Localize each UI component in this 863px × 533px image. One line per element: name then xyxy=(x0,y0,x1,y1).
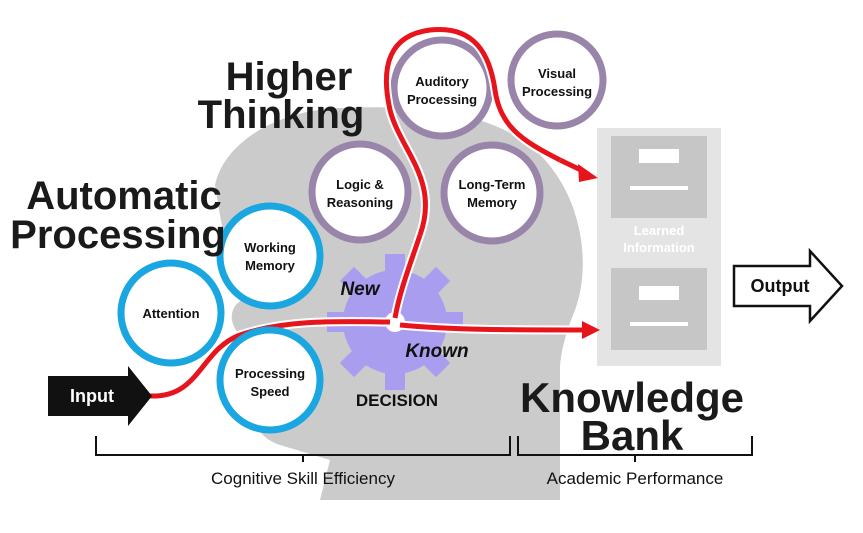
automatic-skill-working-memory: Working Memory xyxy=(216,202,324,310)
decision-new-label: New xyxy=(340,279,380,300)
higher-skill-visual-processing: Visual Processing xyxy=(507,30,607,130)
heading-knowledge-line2: Bank xyxy=(581,412,684,459)
heading-automatic-line1: Automatic xyxy=(26,174,222,218)
bracket-academic-label: Academic Performance xyxy=(547,469,724,488)
information-path-overlay xyxy=(381,24,563,237)
attention-label: Attention xyxy=(142,306,199,321)
auditory-label-line1: Auditory xyxy=(415,74,469,89)
working-memory-label-line2: Memory xyxy=(245,258,296,273)
longterm-label-line2: Memory xyxy=(467,195,518,210)
decision-known-label: Known xyxy=(405,341,468,362)
heading-higher-line2: Thinking xyxy=(198,93,365,137)
input-arrow-label: Input xyxy=(70,386,114,406)
logic-label-line1: Logic & xyxy=(336,177,384,192)
processing-speed-label-line2: Speed xyxy=(250,384,289,399)
automatic-skill-attention: Attention xyxy=(117,259,225,367)
visual-label-line1: Visual xyxy=(538,66,576,81)
processing-speed-label-line1: Processing xyxy=(235,366,305,381)
bracket-cognitive-label: Cognitive Skill Efficiency xyxy=(211,469,395,488)
heading-higher-line1: Higher xyxy=(226,55,353,99)
output-arrow-label: Output xyxy=(751,276,810,296)
arrowhead-known xyxy=(582,321,600,339)
bracket-cognitive xyxy=(95,436,511,462)
longterm-label-line1: Long-Term xyxy=(459,177,526,192)
auditory-label-line2: Processing xyxy=(407,92,477,107)
visual-label-line2: Processing xyxy=(522,84,592,99)
decision-label: DECISION xyxy=(356,391,438,410)
heading-knowledge-line1: Knowledge xyxy=(520,374,744,421)
heading-automatic-line2: Processing xyxy=(10,213,226,257)
higher-skill-auditory-processing: Auditory Processing xyxy=(390,36,494,140)
automatic-skill-processing-speed: Processing Speed xyxy=(216,326,324,434)
arrowhead-new xyxy=(578,164,598,182)
cabinet-drawer-bottom xyxy=(611,268,707,350)
cabinet-label-line1: Learned xyxy=(634,223,685,238)
working-memory-label-line1: Working xyxy=(244,240,296,255)
higher-skill-logic-reasoning: Logic & Reasoning xyxy=(308,140,412,244)
input-arrow: Input xyxy=(48,366,152,426)
cabinet-label-line2: Information xyxy=(623,240,695,255)
higher-skill-long-term-memory: Long-Term Memory xyxy=(440,141,544,245)
cabinet-drawer-top xyxy=(611,136,707,218)
filing-cabinet: Learned Information xyxy=(597,128,721,366)
logic-label-line2: Reasoning xyxy=(327,195,394,210)
decision-gear-icon xyxy=(327,254,463,390)
output-arrow: Output xyxy=(732,247,844,325)
bracket-academic xyxy=(517,436,753,462)
